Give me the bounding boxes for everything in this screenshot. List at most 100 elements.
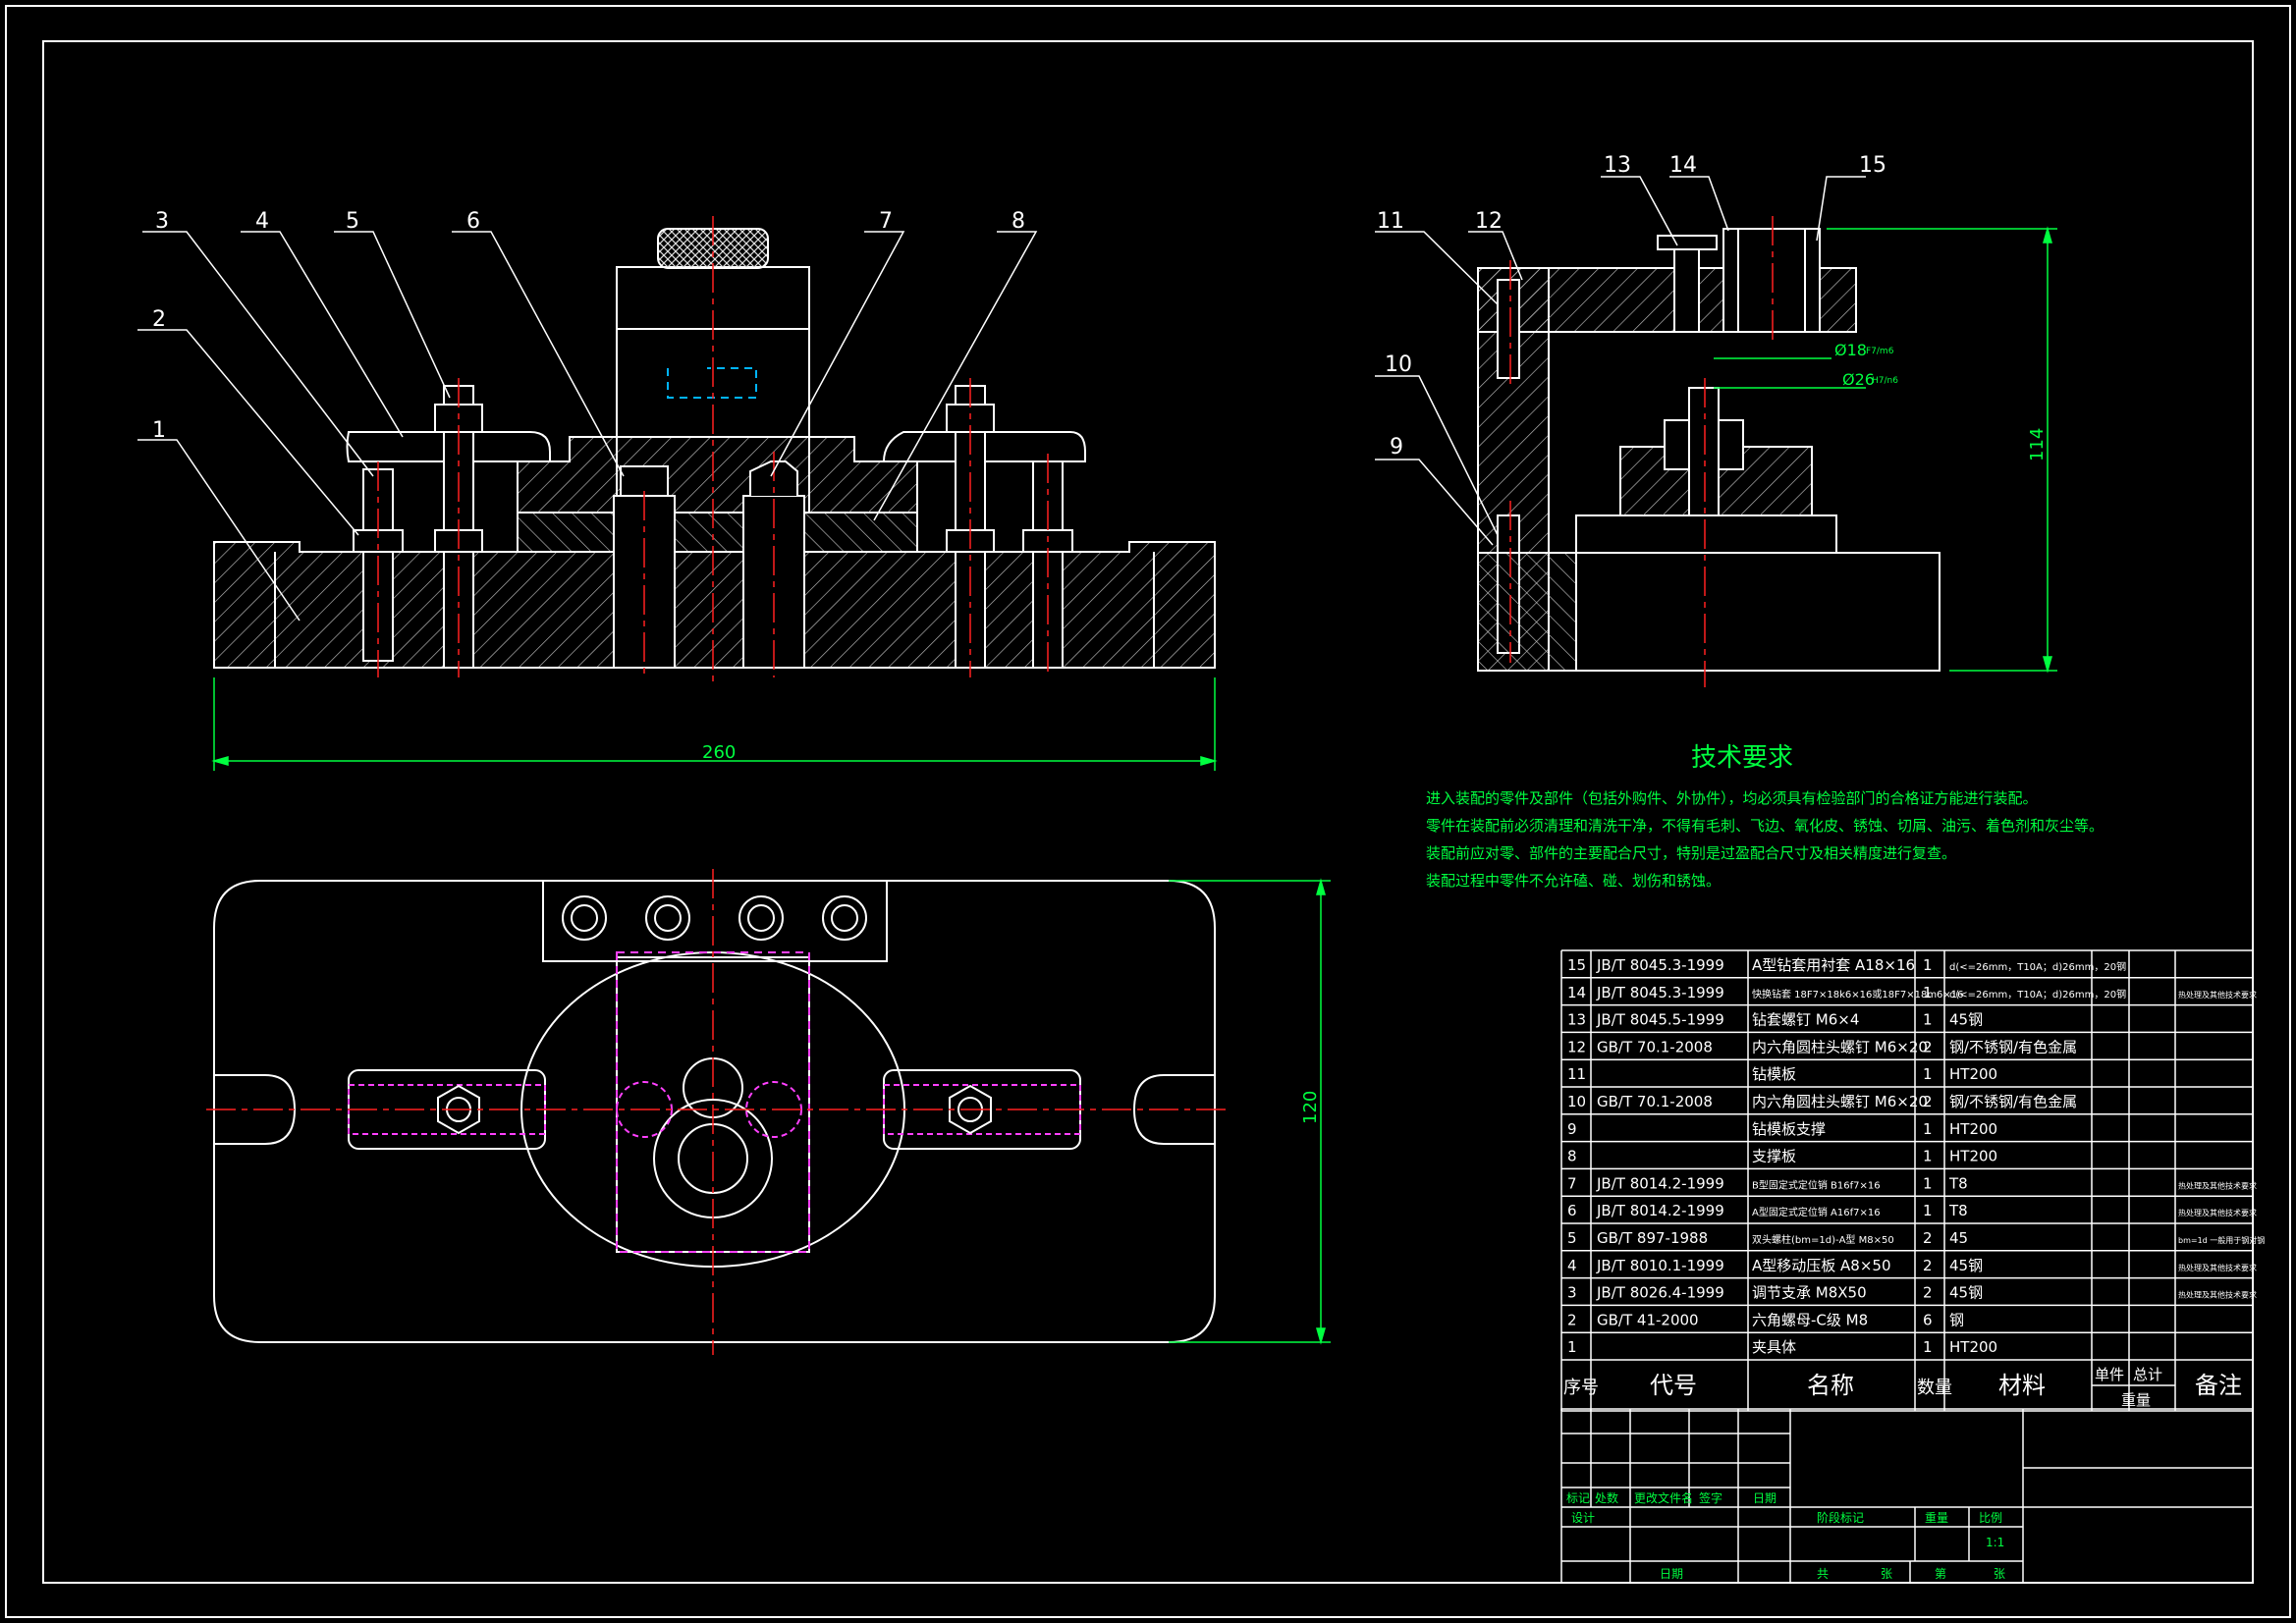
bom-name: 快换钻套 18F7×18k6×16或18F7×18m6×16 bbox=[1752, 988, 1964, 1001]
front-view bbox=[137, 216, 1218, 771]
support-plate bbox=[517, 512, 918, 553]
label-5: 5 bbox=[346, 209, 359, 234]
bom-material: 45钢 bbox=[1949, 1011, 1983, 1029]
bom-material: 45钢 bbox=[1949, 1284, 1983, 1302]
bom-no: 15 bbox=[1567, 956, 1586, 974]
tb-scale: 比例 bbox=[1979, 1511, 2002, 1525]
bom-name: 六角螺母-C级 M8 bbox=[1752, 1311, 1868, 1328]
bom-code: JB/T 8026.4-1999 bbox=[1596, 1284, 1724, 1302]
bom-qty: 1 bbox=[1923, 1011, 1933, 1029]
tb-scale-value: 1:1 bbox=[1986, 1536, 2004, 1549]
bom-header-material: 材料 bbox=[1998, 1372, 2046, 1399]
dim-260: 260 bbox=[702, 742, 736, 763]
label-14: 14 bbox=[1669, 153, 1697, 178]
bom-material: d(<=26mm，T10A；d)26mm，20钢 bbox=[1949, 988, 2126, 1001]
bom-material: HT200 bbox=[1949, 1338, 1997, 1356]
dim-d26-tol: H7/n6 bbox=[1872, 376, 1898, 386]
tb-stage: 阶段标记 bbox=[1817, 1510, 1864, 1525]
bom-table bbox=[1560, 949, 2254, 1412]
tb-sign: 签字 bbox=[1699, 1490, 1722, 1505]
tech-title: 技术要求 bbox=[1691, 743, 1793, 773]
tb-sheet: 张 bbox=[1881, 1567, 1892, 1581]
dim-114: 114 bbox=[2027, 428, 2048, 461]
bom-qty: 6 bbox=[1923, 1311, 1933, 1328]
bom-no: 13 bbox=[1567, 1011, 1586, 1029]
tb-date2: 日期 bbox=[1660, 1567, 1683, 1581]
side-labels: 9 10 11 12 13 14 15 Ø18 F7/m6 Ø26 H7/n6 … bbox=[1377, 153, 2048, 461]
dim-120: 120 bbox=[1300, 1091, 1321, 1124]
dim-d26: Ø26 bbox=[1842, 370, 1875, 389]
bom-material: 钢/不锈钢/有色金属 bbox=[1949, 1093, 2077, 1110]
label-13: 13 bbox=[1604, 153, 1631, 178]
bom-code: JB/T 8045.3-1999 bbox=[1596, 984, 1724, 1001]
bom-code: JB/T 8014.2-1999 bbox=[1596, 1174, 1724, 1192]
label-9: 9 bbox=[1390, 435, 1403, 460]
bom-no: 10 bbox=[1567, 1093, 1586, 1110]
bom-name: 支撑板 bbox=[1752, 1148, 1796, 1165]
bom-note: 热处理及其他技术要求 bbox=[2178, 1180, 2257, 1190]
bom-no: 6 bbox=[1567, 1202, 1577, 1219]
bom-header-weight: 重量 bbox=[2121, 1391, 2151, 1409]
bom-note: 热处理及其他技术要求 bbox=[2178, 1290, 2257, 1300]
bom-no: 1 bbox=[1567, 1338, 1577, 1356]
tech-line-2: 零件在装配前必须清理和清洗干净，不得有毛刺、飞边、氧化皮、锈蚀、切屑、油污、着色… bbox=[1426, 817, 2104, 835]
tech-line-3: 装配前应对零、部件的主要配合尺寸，特别是过盈配合尺寸及相关精度进行复查。 bbox=[1426, 844, 1956, 862]
bom-code: GB/T 41-2000 bbox=[1597, 1311, 1699, 1328]
bom-material: 45 bbox=[1949, 1229, 1968, 1247]
tech-line-1: 进入装配的零件及部件（包括外购件、外协件），均必须具有检验部门的合格证方能进行装… bbox=[1426, 789, 2038, 807]
label-8: 8 bbox=[1011, 209, 1025, 234]
inner-frame bbox=[42, 40, 2254, 1584]
label-2: 2 bbox=[152, 307, 166, 332]
bom-header-note: 备注 bbox=[2195, 1372, 2242, 1399]
bom-name: 钻模板 bbox=[1752, 1065, 1796, 1083]
label-6: 6 bbox=[466, 209, 480, 234]
bom-qty: 2 bbox=[1923, 1284, 1933, 1302]
bom-name: 内六角圆柱头螺钉 M6×20 bbox=[1752, 1093, 1928, 1110]
bom-header-name: 名称 bbox=[1807, 1372, 1854, 1399]
bom-material: 钢/不锈钢/有色金属 bbox=[1949, 1038, 2077, 1055]
bom-header-no: 序号 bbox=[1563, 1378, 1599, 1398]
bom-name: A型固定式定位销 A16f7×16 bbox=[1752, 1206, 1881, 1218]
bom-no: 8 bbox=[1567, 1148, 1577, 1165]
bom-no: 11 bbox=[1567, 1065, 1586, 1083]
tech-line-4: 装配过程中零件不允许磕、碰、划伤和锈蚀。 bbox=[1426, 872, 1721, 890]
bom-material: HT200 bbox=[1949, 1065, 1997, 1083]
bom-material: HT200 bbox=[1949, 1148, 1997, 1165]
bom-material: T8 bbox=[1948, 1174, 1968, 1192]
tb-change: 更改文件名 bbox=[1634, 1490, 1693, 1505]
bom-qty: 1 bbox=[1923, 1338, 1933, 1356]
base-outline bbox=[213, 880, 1216, 1343]
bom-header-unit: 单件 bbox=[2095, 1366, 2124, 1383]
bom-no: 3 bbox=[1567, 1284, 1577, 1302]
bom-name: A型移动压板 A8×50 bbox=[1752, 1257, 1891, 1274]
bom-qty: 1 bbox=[1923, 984, 1933, 1001]
label-3: 3 bbox=[155, 209, 169, 234]
title-block bbox=[1560, 1408, 2254, 1584]
bom-code: JB/T 8014.2-1999 bbox=[1596, 1202, 1724, 1219]
bom-name: 夹具体 bbox=[1752, 1338, 1796, 1356]
bom-no: 12 bbox=[1567, 1038, 1586, 1055]
bom-qty: 1 bbox=[1923, 1148, 1933, 1165]
bom-no: 4 bbox=[1567, 1257, 1577, 1274]
side-view bbox=[1375, 176, 2057, 687]
bom-name: 钻套螺钉 M6×4 bbox=[1752, 1011, 1859, 1029]
tb-mark: 标记 bbox=[1566, 1491, 1590, 1505]
tb-total: 共 bbox=[1817, 1567, 1829, 1581]
bom-name: 钻模板支撑 bbox=[1752, 1120, 1826, 1138]
bom-code: GB/T 70.1-2008 bbox=[1597, 1093, 1713, 1110]
bom-name: 双头螺柱(bm=1d)-A型 M8×50 bbox=[1752, 1233, 1894, 1246]
label-10: 10 bbox=[1385, 352, 1412, 377]
bom-material: HT200 bbox=[1949, 1120, 1997, 1138]
bom-code: GB/T 70.1-2008 bbox=[1597, 1038, 1713, 1055]
bom-material: d(<=26mm，T10A；d)26mm，20钢 bbox=[1949, 960, 2126, 973]
bom-name: 调节支承 M8X50 bbox=[1752, 1284, 1867, 1302]
bom-name: 内六角圆柱头螺钉 M6×20 bbox=[1752, 1038, 1928, 1055]
bom-qty: 1 bbox=[1923, 956, 1933, 974]
bom-qty: 2 bbox=[1923, 1257, 1933, 1274]
bom-no: 5 bbox=[1567, 1229, 1577, 1247]
bom-note: 热处理及其他技术要求 bbox=[2178, 1263, 2257, 1272]
bom-note: 热处理及其他技术要求 bbox=[2178, 990, 2257, 1000]
tech-requirements: 技术要求 进入装配的零件及部件（包括外购件、外协件），均必须具有检验部门的合格证… bbox=[1426, 743, 2104, 890]
label-7: 7 bbox=[879, 209, 893, 234]
bom-name: A型钻套用衬套 A18×16 bbox=[1752, 956, 1915, 974]
